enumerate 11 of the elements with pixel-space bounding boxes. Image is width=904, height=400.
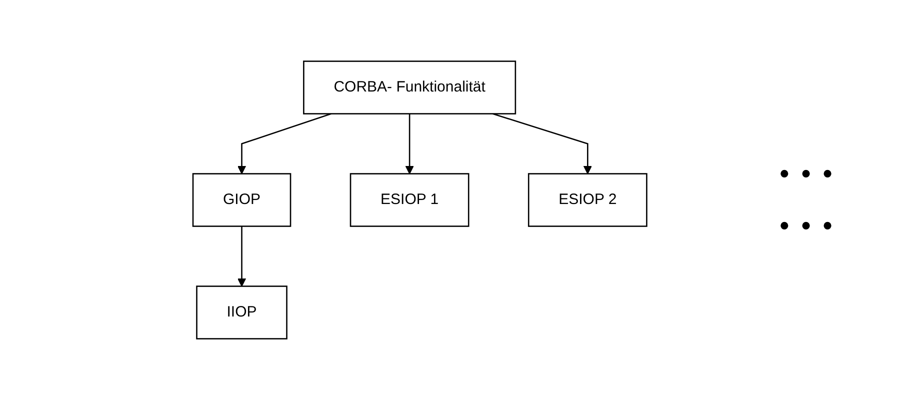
node-box: GIOP [192, 173, 291, 227]
arrow [404, 114, 414, 174]
node-box: CORBA- Funktionalität [302, 60, 516, 114]
node-box: ESIOP 2 [528, 173, 647, 227]
ellipsis-dots: • • • [780, 158, 834, 190]
node-box: IIOP [196, 286, 288, 340]
ellipsis-dots: • • • [780, 210, 834, 242]
arrow [237, 113, 332, 174]
arrow [237, 226, 246, 287]
node-box: ESIOP 1 [350, 173, 469, 227]
arrow [492, 113, 592, 174]
